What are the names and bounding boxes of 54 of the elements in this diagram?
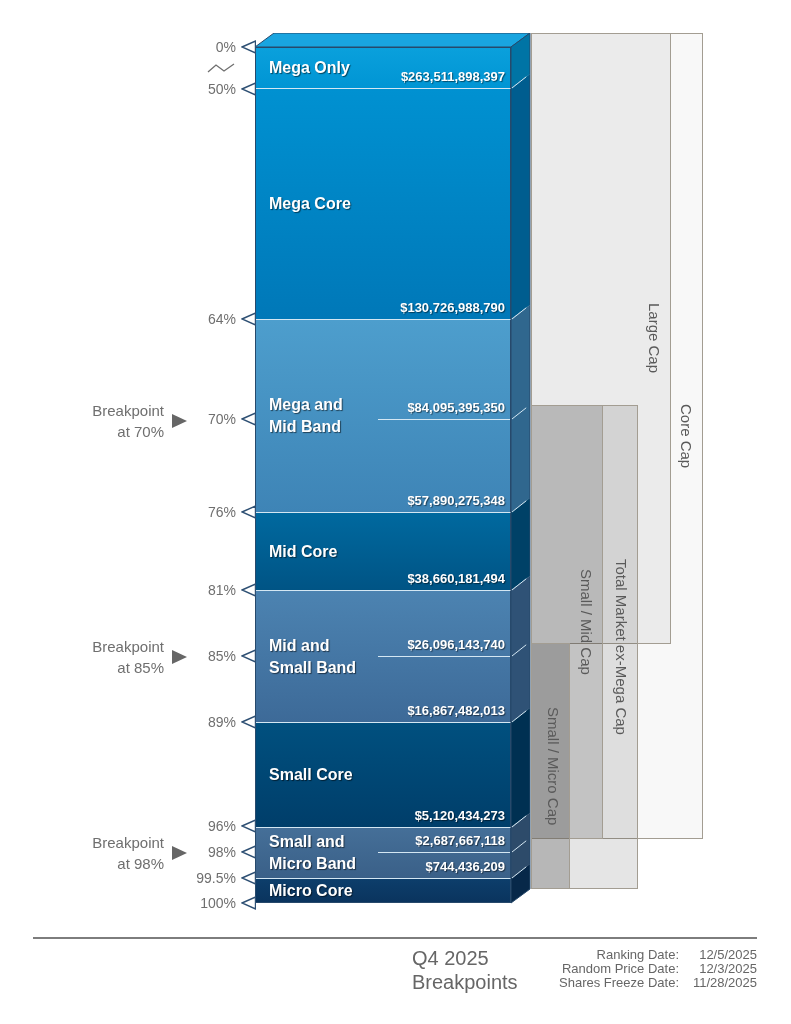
market-cap-segment [255,590,511,722]
breakpoint-value: $16,867,482,013 [407,703,505,719]
market-cap-segment [255,722,511,827]
date-value: 11/28/2025 [692,976,757,990]
market-cap-segment [255,47,511,88]
market-cap-segment [255,319,511,512]
market-cap-segment [255,878,511,903]
segment-name: Small and Micro Band [269,832,358,874]
percent-label: 100% [200,895,236,911]
percent-label: 99.5% [196,870,236,886]
percent-label: 81% [207,582,236,598]
breakpoint-value: $2,687,667,118 [415,833,505,849]
percent-label: 64% [207,311,236,327]
date-caption: Random Price Date: [561,962,679,976]
segment-name: Micro Core [269,880,354,901]
breakpoint-value: $130,726,988,790 [400,300,505,316]
breakpoint-value: $57,890,275,348 [407,493,505,509]
index-range-label: Total Market ex-Mega Cap [612,559,630,735]
segment-name: Small Core [269,765,354,785]
segment-name: Mega Only [269,58,351,78]
breakpoint-value: $744,436,209 [425,859,505,875]
segment-name: Mid Core [269,541,339,562]
breakpoint-value: $38,660,181,494 [407,571,505,587]
index-range-label: Small / Mid Cap [577,569,595,675]
index-range-label: Small / Micro Cap [544,706,562,826]
breakpoint-value: $26,096,143,740 [407,637,505,653]
breakpoint-note: Breakpoint at 98% [91,833,164,874]
percent-label: 96% [207,818,236,834]
percent-label: 50% [207,81,236,97]
date-value: 12/3/2025 [699,962,757,976]
market-cap-segment [255,512,511,590]
date-caption: Shares Freeze Date: [559,976,679,990]
segment-name: Mega and Mid Band [269,395,344,437]
index-range-label: Core Cap [677,403,695,469]
percent-label: 85% [207,648,236,664]
breakpoint-value: $5,120,434,273 [414,808,505,824]
market-cap-segment [255,827,511,878]
segment-name: Mega Core [269,194,352,214]
breakpoint-value: $263,511,898,397 [400,69,505,85]
percent-label: 98% [207,844,236,860]
percent-label: 89% [207,714,236,730]
breakpoint-note: Breakpoint at 70% [91,401,164,442]
breakpoint-note: Breakpoint at 85% [91,637,164,678]
chart-title: Q4 2025 Breakpoints [412,946,519,994]
segment-name: Mid and Small Band [269,635,358,678]
percent-label: 70% [207,411,236,427]
market-cap-segment [255,88,511,319]
percent-label: 0% [215,39,236,55]
breakpoint-value: $84,095,395,350 [407,400,505,416]
percent-label: 76% [207,504,236,520]
index-range-box [531,33,671,644]
date-caption: Ranking Date: [596,948,679,962]
date-value: 12/5/2025 [699,948,757,962]
index-range-label: Large Cap [645,303,663,374]
